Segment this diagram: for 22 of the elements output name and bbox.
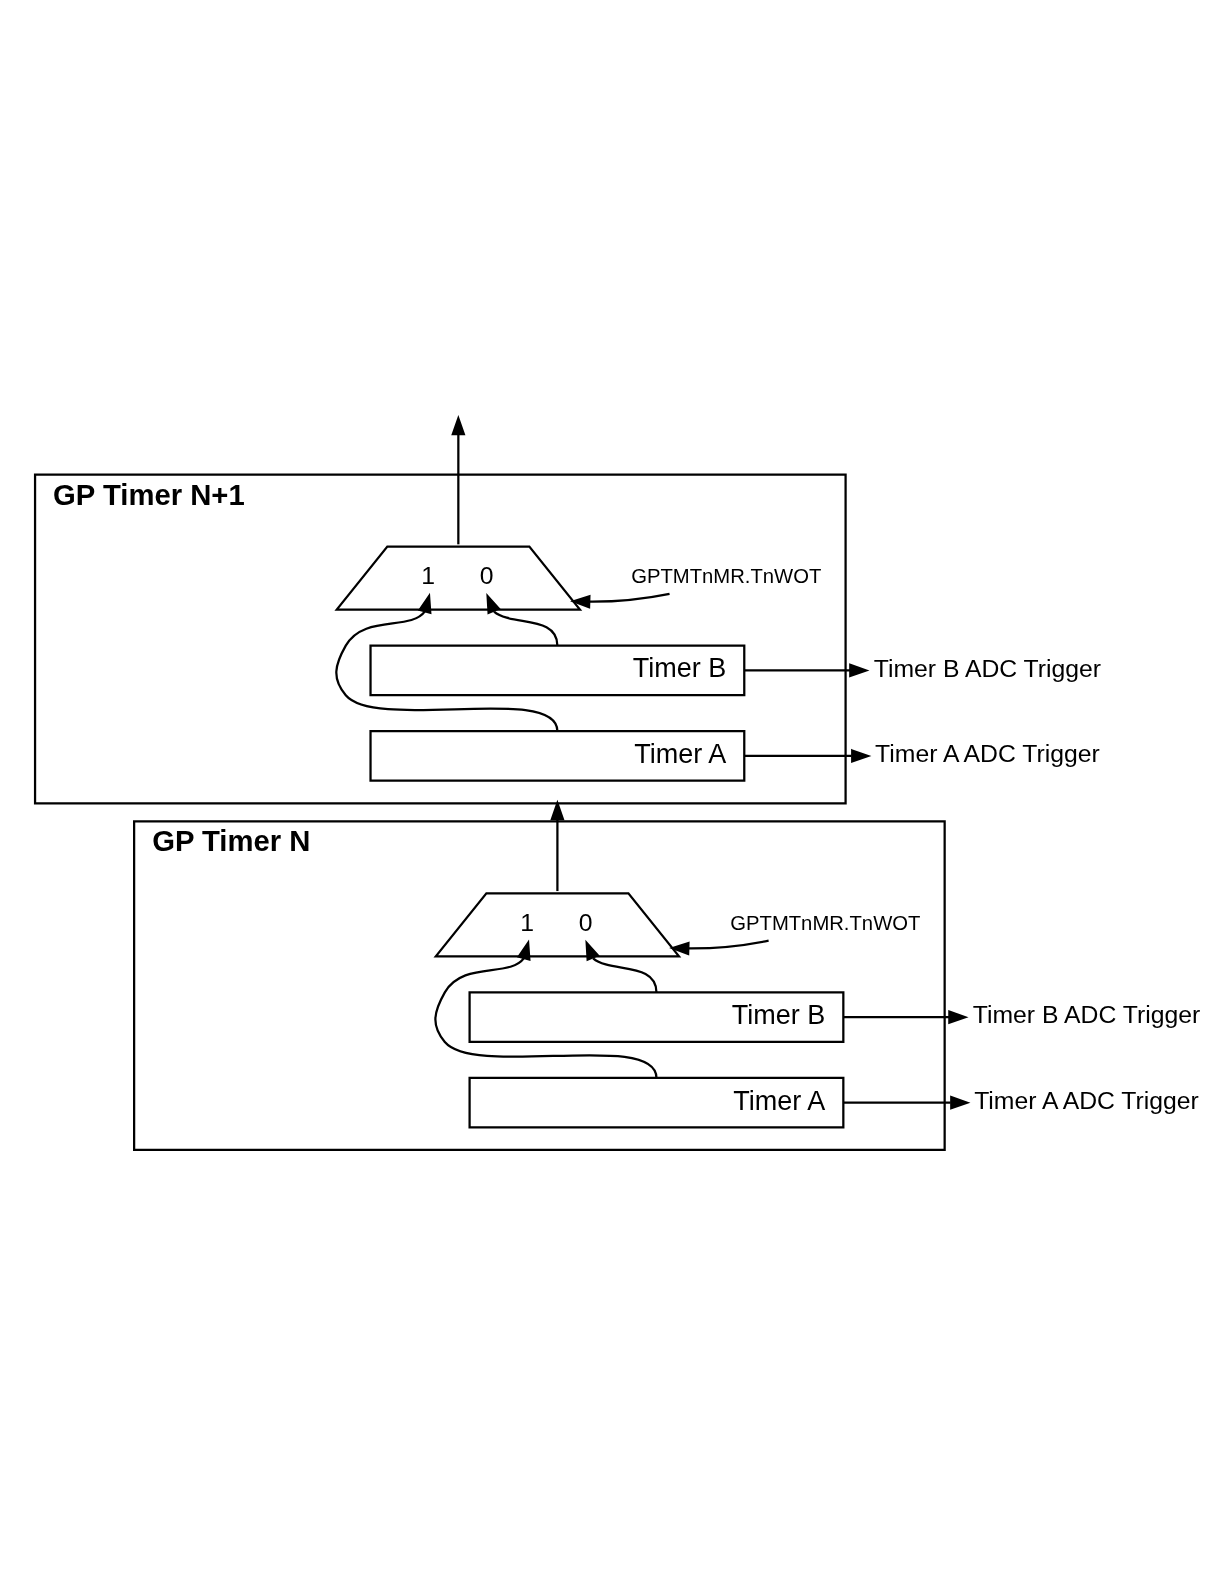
arrow [585, 939, 658, 993]
node-text: Timer B ADC Trigger [873, 654, 1102, 682]
node-text: GPTMTnMR.TnWOT [631, 565, 822, 588]
arrow [744, 748, 872, 764]
node-text: GPTMTnMR.TnWOT [730, 911, 921, 934]
node-text: Timer A ADC Trigger [875, 740, 1100, 768]
arrow [570, 592, 670, 609]
arrow [451, 415, 466, 545]
node-text: Timer B ADC Trigger [972, 1001, 1201, 1029]
arrow [843, 1095, 971, 1110]
arrow [744, 663, 870, 678]
node-box: Timer B [468, 991, 845, 1044]
arrow [669, 939, 769, 956]
node-box: Timer A [369, 730, 746, 782]
node-box: Timer A [468, 1076, 845, 1129]
arrow [335, 592, 559, 732]
arrow [550, 799, 565, 892]
node-text: Timer A ADC Trigger [974, 1087, 1199, 1115]
arrow [843, 1010, 969, 1025]
arrow [434, 939, 658, 1079]
node-box: Timer B [369, 644, 746, 697]
arrow [486, 592, 559, 646]
